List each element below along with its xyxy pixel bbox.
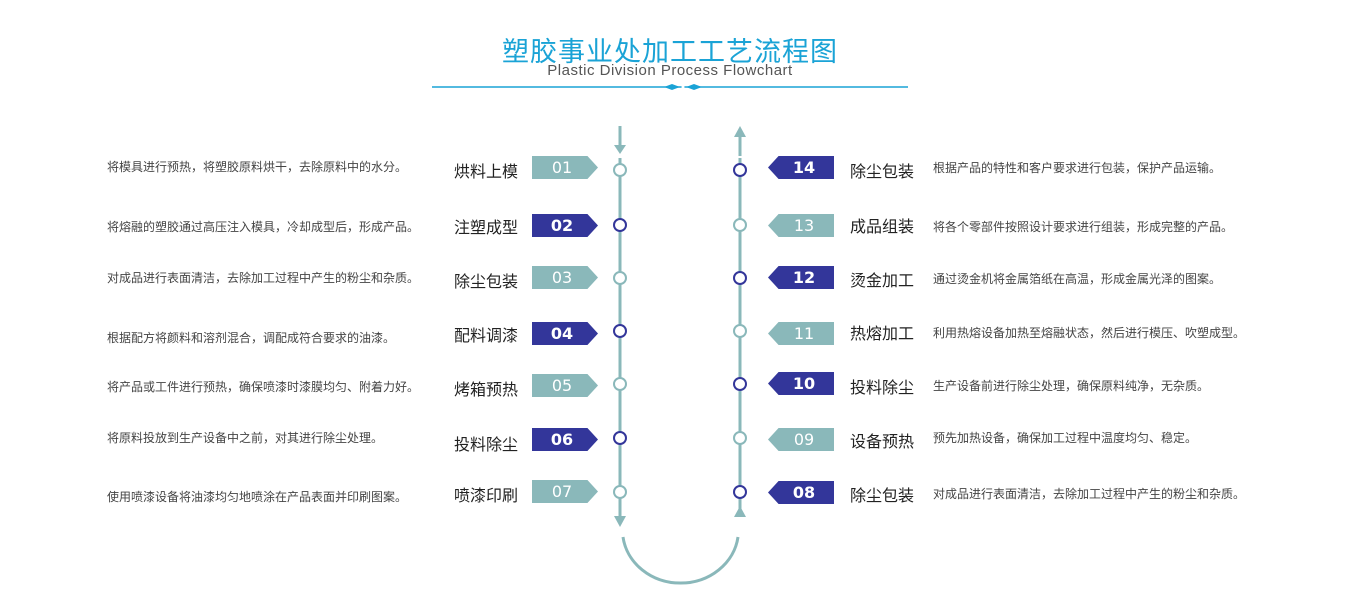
step-name: 投料除尘 <box>850 378 915 397</box>
step-description: 生产设备前进行除尘处理，确保原料纯净，无杂质。 <box>933 379 1210 393</box>
step-name: 烫金加工 <box>850 271 915 290</box>
step-name: 热熔加工 <box>850 324 915 343</box>
step-node <box>733 377 747 391</box>
step-number-badge: 02 <box>532 214 598 237</box>
step-name: 成品组装 <box>850 217 915 236</box>
step-description: 将熔融的塑胶通过高压注入模具，冷却成型后，形成产品。 <box>107 220 420 234</box>
step-number-badge: 04 <box>532 322 598 345</box>
page-subtitle: Plastic Division Process Flowchart <box>547 62 793 79</box>
step-description: 将模具进行预热，将塑胶原料烘干，去除原料中的水分。 <box>107 160 408 174</box>
step-node <box>613 324 627 338</box>
step-description: 利用热熔设备加热至熔融状态，然后进行模压、吹塑成型。 <box>933 326 1246 340</box>
step-description: 将产品或工件进行预热，确保喷漆时漆膜均匀、附着力好。 <box>107 380 420 394</box>
step-description: 将各个零部件按照设计要求进行组装，形成完整的产品。 <box>933 220 1234 234</box>
step-name: 烤箱预热 <box>454 380 519 399</box>
step-description: 根据产品的特性和客户要求进行包装，保护产品运输。 <box>933 161 1222 175</box>
step-number-badge: 01 <box>532 156 598 179</box>
step-number-badge: 14 <box>768 156 834 179</box>
step-number-badge: 12 <box>768 266 834 289</box>
step-name: 烘料上模 <box>454 162 519 181</box>
step-number-badge: 10 <box>768 372 834 395</box>
up-arrow-icon <box>734 126 746 137</box>
step-description: 预先加热设备，确保加工过程中温度均匀、稳定。 <box>933 431 1198 445</box>
step-number-badge: 03 <box>532 266 598 289</box>
step-name: 除尘包装 <box>850 486 915 505</box>
step-node <box>613 271 627 285</box>
step-description: 根据配方将颜料和溶剂混合，调配成符合要求的油漆。 <box>107 331 396 345</box>
step-description: 将原料投放到生产设备中之前，对其进行除尘处理。 <box>107 431 384 445</box>
step-node <box>733 163 747 177</box>
step-name: 设备预热 <box>850 432 915 451</box>
step-description: 对成品进行表面清洁，去除加工过程中产生的粉尘和杂质。 <box>107 271 420 285</box>
step-description: 对成品进行表面清洁，去除加工过程中产生的粉尘和杂质。 <box>933 487 1246 501</box>
step-node <box>613 218 627 232</box>
underline-ornament <box>664 84 702 90</box>
step-name: 除尘包装 <box>454 272 519 291</box>
step-node <box>733 431 747 445</box>
step-node <box>733 218 747 232</box>
step-number-badge: 13 <box>768 214 834 237</box>
step-number-badge: 08 <box>768 481 834 504</box>
step-number-badge: 09 <box>768 428 834 451</box>
step-name: 配料调漆 <box>454 326 519 345</box>
step-node <box>613 377 627 391</box>
page-title: 塑胶事业处加工工艺流程图 <box>502 37 838 68</box>
step-number-badge: 05 <box>532 374 598 397</box>
step-number-badge: 07 <box>532 480 598 503</box>
step-name: 喷漆印刷 <box>454 486 519 505</box>
step-name: 投料除尘 <box>454 435 519 454</box>
step-name: 除尘包装 <box>850 162 915 181</box>
step-name: 注塑成型 <box>454 218 519 237</box>
step-node <box>733 271 747 285</box>
step-description: 使用喷漆设备将油漆均匀地喷涂在产品表面并印刷图案。 <box>107 490 408 504</box>
step-node <box>613 163 627 177</box>
down-arrow-icon <box>614 145 626 154</box>
step-description: 通过烫金机将金属箔纸在高温，形成金属光泽的图案。 <box>933 272 1222 286</box>
step-number-badge: 06 <box>532 428 598 451</box>
u-connector <box>621 536 740 585</box>
step-node <box>733 324 747 338</box>
step-node <box>613 431 627 445</box>
step-node <box>613 485 627 499</box>
down-arrow-icon <box>614 516 626 527</box>
step-node <box>733 485 747 499</box>
step-number-badge: 11 <box>768 322 834 345</box>
